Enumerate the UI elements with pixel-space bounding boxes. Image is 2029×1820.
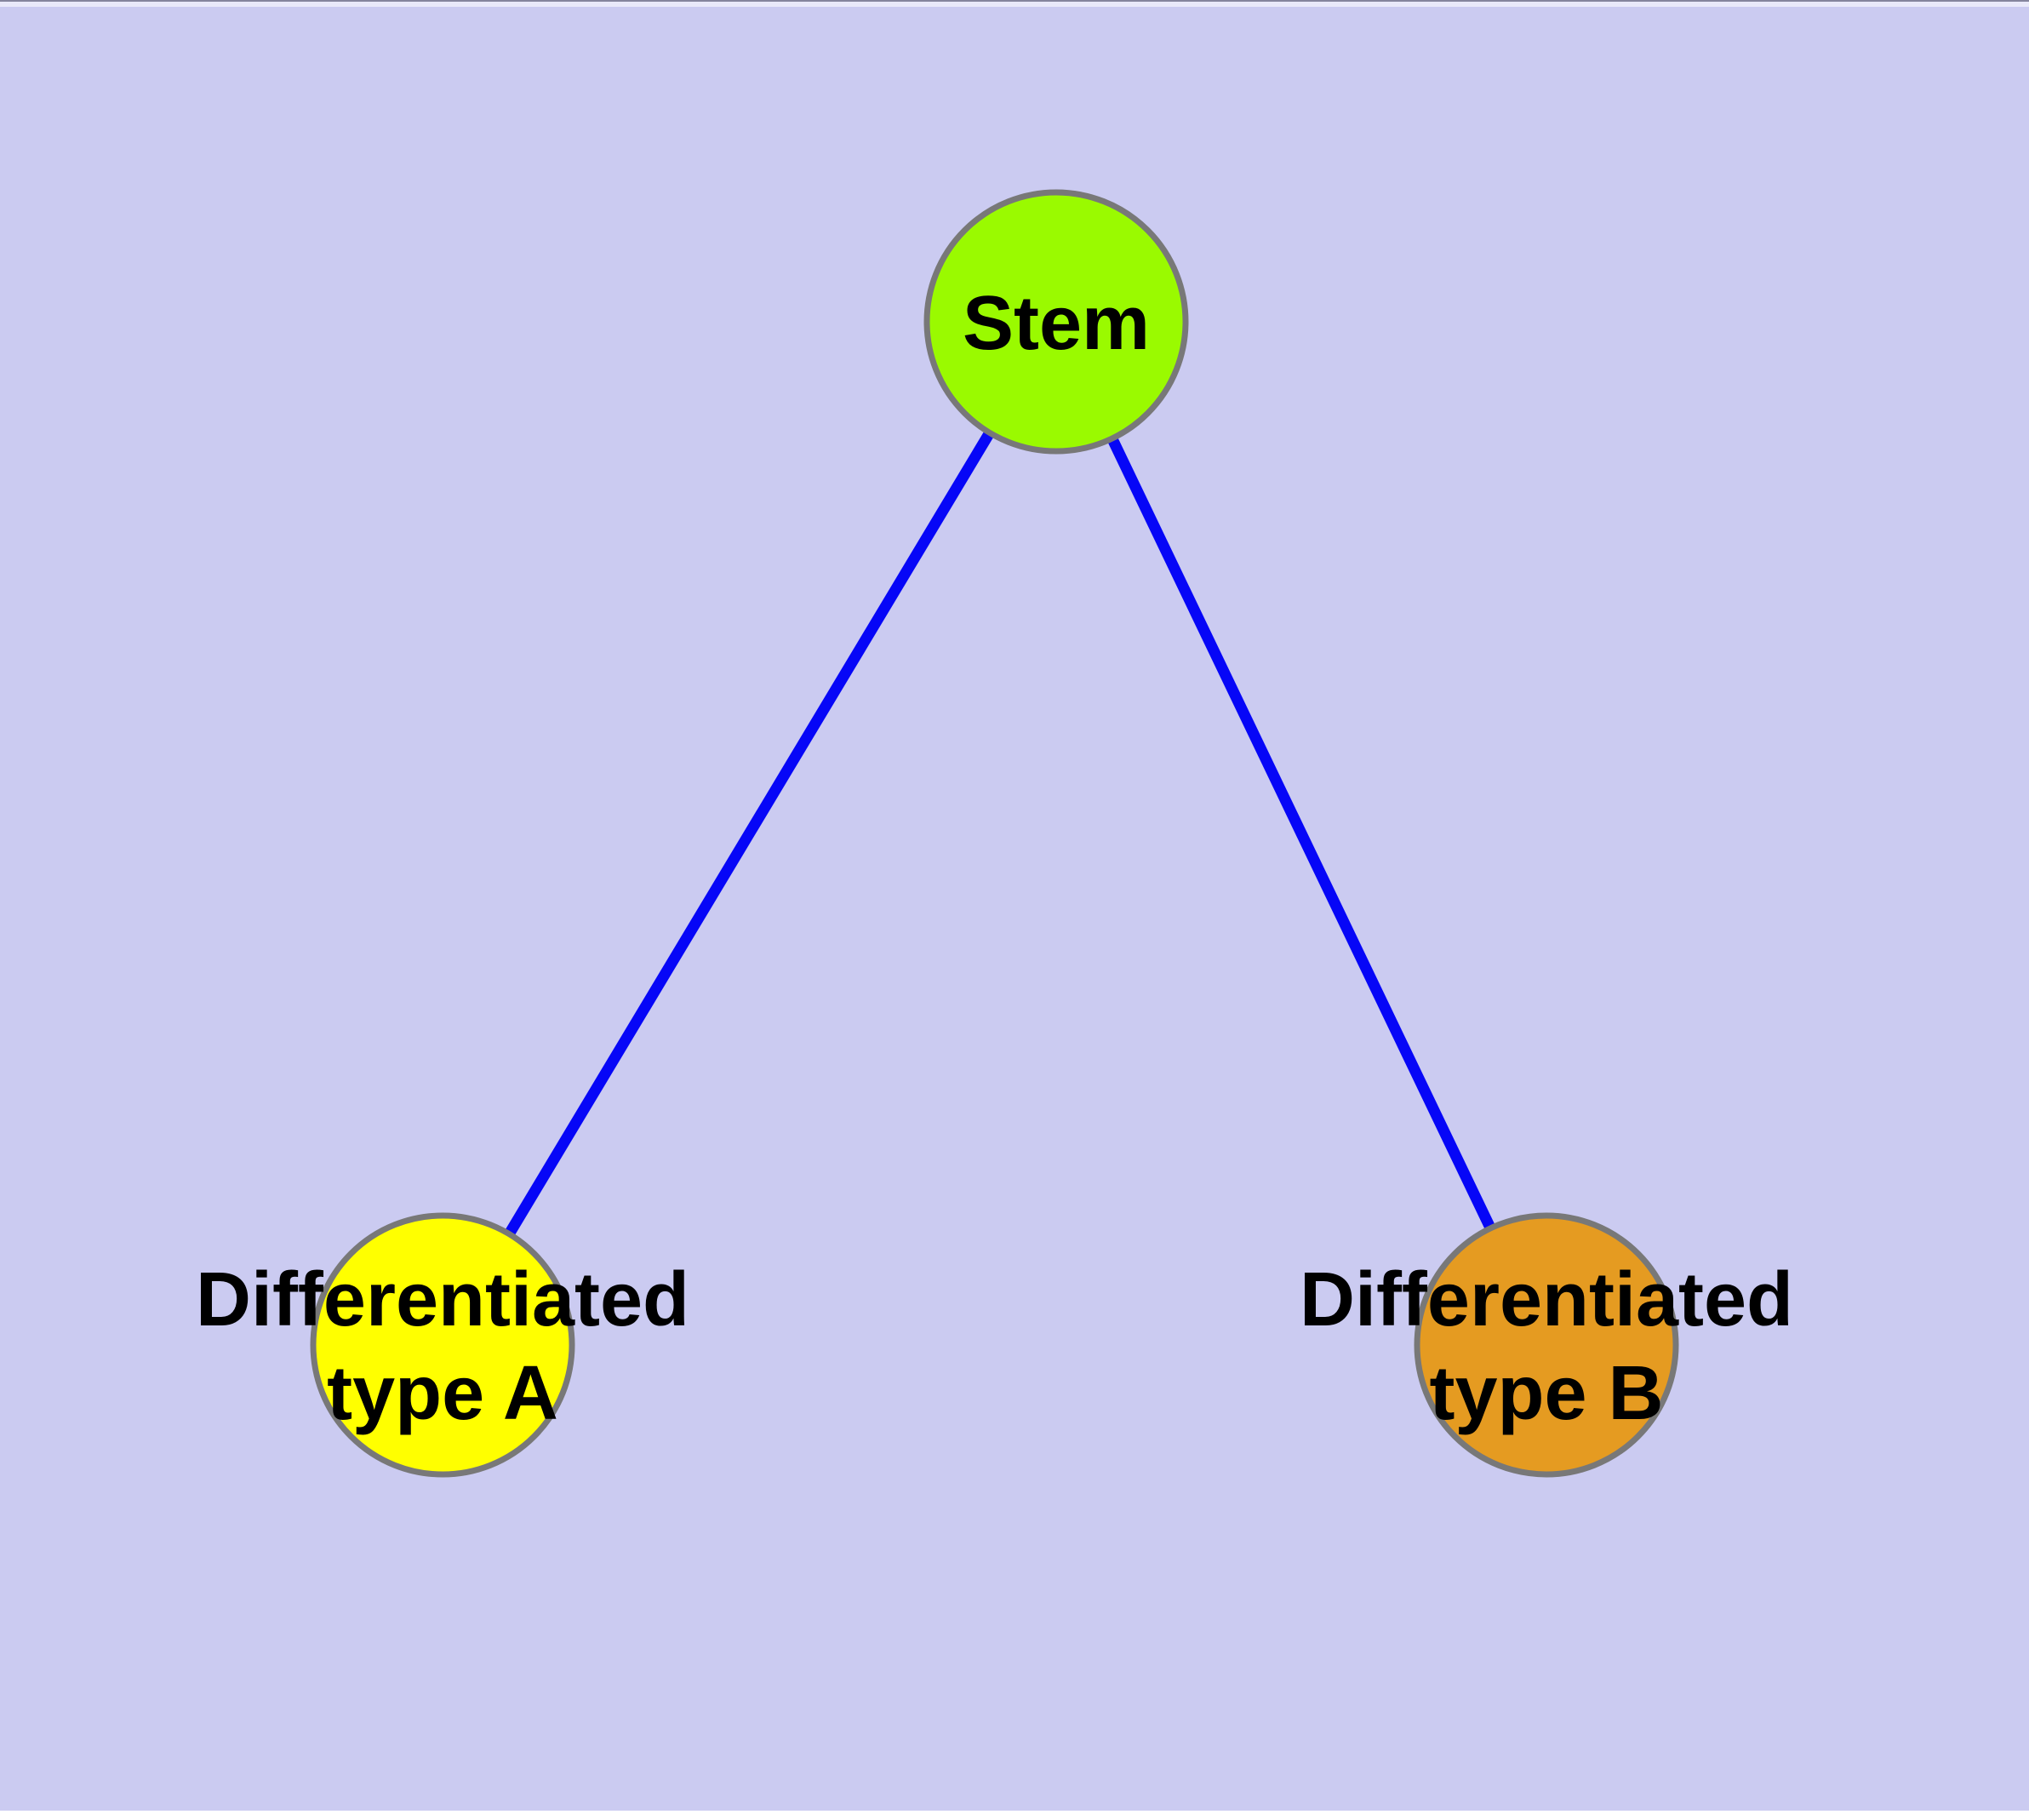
node-differentiated-type-a-label-line2: type A xyxy=(327,1351,558,1436)
edge-stem-to-type-b xyxy=(1051,319,1552,1348)
edge-stem-to-type-a xyxy=(437,318,1061,1348)
node-stem-label: Stem xyxy=(963,281,1150,366)
node-differentiated-type-b[interactable] xyxy=(1414,1212,1679,1478)
node-differentiated-type-b-label-line2: type B xyxy=(1429,1351,1663,1436)
node-differentiated-type-a-label-line1: Differentiated xyxy=(196,1257,689,1342)
node-differentiated-type-a[interactable] xyxy=(310,1212,575,1478)
top-border-line xyxy=(0,0,2029,2)
top-highlight-strip xyxy=(0,2,2029,7)
node-stem[interactable] xyxy=(923,189,1189,455)
bottom-white-strip xyxy=(0,1811,2029,1820)
node-differentiated-type-b-label-line1: Differentiated xyxy=(1300,1257,1793,1342)
